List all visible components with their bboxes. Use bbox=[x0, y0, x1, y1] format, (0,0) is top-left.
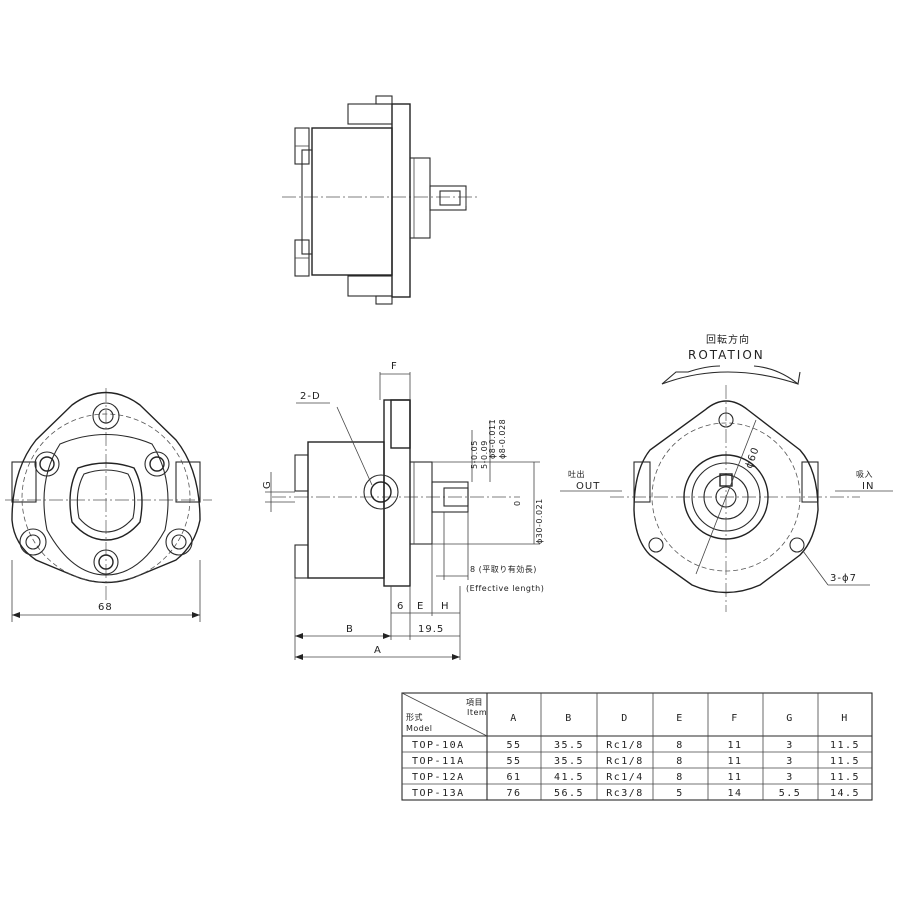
table-cell: 14.5 bbox=[830, 788, 860, 799]
dim-19-5-label: 19.5 bbox=[418, 624, 444, 635]
table-cell: 55 bbox=[506, 740, 521, 751]
tol-boss: ϕ30-0.021 bbox=[535, 498, 544, 544]
dim-e-label: E bbox=[417, 601, 424, 612]
table-cell: 35.5 bbox=[554, 756, 584, 767]
table-cell: 41.5 bbox=[554, 772, 584, 783]
table-cell: 11.5 bbox=[830, 740, 860, 751]
table-column-header: B bbox=[565, 713, 573, 724]
table-cell: 11 bbox=[727, 756, 742, 767]
table-column-header: G bbox=[786, 713, 794, 724]
dim-effective-note: (Effective length) bbox=[466, 584, 544, 593]
table-row-model: TOP-12A bbox=[412, 772, 465, 783]
dim-f-label: F bbox=[391, 361, 398, 372]
table-cell: 11 bbox=[727, 740, 742, 751]
table-cell: 14 bbox=[727, 788, 742, 799]
table-row-model: TOP-10A bbox=[412, 740, 465, 751]
rotation-jp: 回転方向 bbox=[706, 333, 750, 346]
tol-shaft-a: ϕ8-0.011 bbox=[488, 419, 497, 459]
pcd-label: ϕ60 bbox=[744, 445, 762, 470]
header-model-jp: 形式 bbox=[406, 712, 423, 722]
dim-h-label: H bbox=[441, 601, 450, 612]
table-column-header: H bbox=[841, 713, 849, 724]
dim-a-label: A bbox=[374, 645, 382, 656]
header-item-en: Item bbox=[467, 708, 487, 717]
header-item-jp: 項目 bbox=[466, 698, 483, 707]
table-cell: 11 bbox=[727, 772, 742, 783]
dim-b-label: B bbox=[346, 624, 354, 635]
table-column-header: A bbox=[510, 713, 518, 724]
table-cell: Rc1/8 bbox=[606, 740, 644, 751]
side-view: 2-D F G 5-0.05 5-0.09 ϕ8-0.011 ϕ8-0.028 … bbox=[262, 361, 544, 660]
table-cell: 5.5 bbox=[779, 788, 802, 799]
table-cell: 56.5 bbox=[554, 788, 584, 799]
out-en: OUT bbox=[576, 481, 600, 492]
in-en: IN bbox=[862, 481, 874, 492]
table-cell: 8 bbox=[676, 772, 684, 783]
table-column-header: D bbox=[621, 713, 629, 724]
table-row-model: TOP-11A bbox=[412, 756, 465, 767]
tol-key-b: 5-0.09 bbox=[480, 440, 489, 469]
dim-6-label: 6 bbox=[397, 601, 404, 612]
table-cell: Rc1/8 bbox=[606, 756, 644, 767]
table-column-header: F bbox=[731, 713, 739, 724]
table-cell: 3 bbox=[786, 772, 794, 783]
table-cell: 3 bbox=[786, 740, 794, 751]
tol-boss-zero: 0 bbox=[513, 500, 522, 506]
table-column-header: E bbox=[676, 713, 684, 724]
table-cell: 35.5 bbox=[554, 740, 584, 751]
table-cell: Rc3/8 bbox=[606, 788, 644, 799]
out-jp: 吐出 bbox=[568, 469, 585, 479]
dim-68-label: 68 bbox=[98, 602, 113, 613]
tol-shaft-b: ϕ8-0.028 bbox=[498, 419, 507, 459]
table-cell: 55 bbox=[506, 756, 521, 767]
dim-g-label: G bbox=[262, 480, 273, 489]
table-cell: 3 bbox=[786, 756, 794, 767]
top-view bbox=[282, 95, 478, 305]
front-view: 68 bbox=[5, 388, 212, 622]
tol-key-a: 5-0.05 bbox=[470, 440, 479, 469]
dim-2d-label: 2-D bbox=[300, 391, 321, 402]
table-cell: 8 bbox=[676, 756, 684, 767]
dim-8-note: 8 (平取り有効長) bbox=[470, 564, 537, 574]
table-cell: 5 bbox=[676, 788, 684, 799]
rotation-en: ROTATION bbox=[688, 348, 765, 362]
table-cell: 8 bbox=[676, 740, 684, 751]
holes-label: 3-ϕ7 bbox=[830, 573, 857, 584]
rear-view: 回転方向 ROTATION ϕ60 3-ϕ7 吐出 OUT 吸入 IN bbox=[560, 333, 893, 612]
table-cell: 76 bbox=[506, 788, 521, 799]
in-jp: 吸入 bbox=[856, 470, 873, 479]
table-cell: 61 bbox=[506, 772, 521, 783]
table-cell: 11.5 bbox=[830, 756, 860, 767]
table-cell: 11.5 bbox=[830, 772, 860, 783]
table-row-model: TOP-13A bbox=[412, 788, 465, 799]
table-cell: Rc1/4 bbox=[606, 772, 644, 783]
header-model-en: Model bbox=[406, 724, 433, 733]
